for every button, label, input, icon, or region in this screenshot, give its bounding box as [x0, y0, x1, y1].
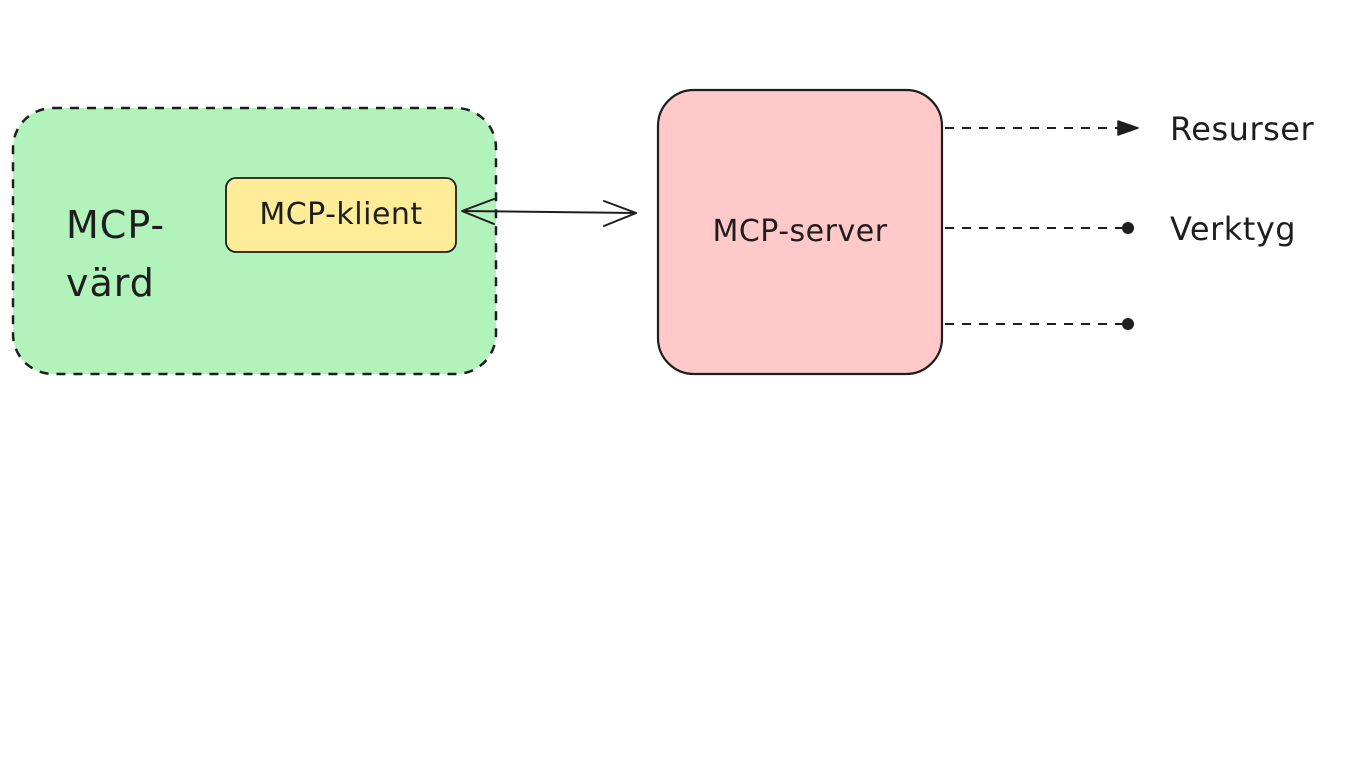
mcp-host-label: MCP-värd — [66, 203, 166, 305]
third-dot-icon — [1122, 318, 1134, 330]
server-output-resources — [945, 120, 1139, 136]
client-server-connection — [461, 198, 637, 227]
mcp-client-label: MCP-klient — [259, 197, 423, 232]
connection-line — [461, 210, 637, 214]
arrowhead-left — [461, 198, 495, 225]
resources-arrowhead-icon — [1117, 120, 1139, 136]
mcp-client-box — [225, 177, 457, 253]
arrowhead-right — [603, 200, 637, 227]
tools-label: Verktyg — [1170, 210, 1297, 248]
mcp-server-label: MCP-server — [712, 214, 888, 249]
tools-dot-icon — [1122, 222, 1134, 234]
resources-label: Resurser — [1170, 110, 1315, 148]
mcp-server-box — [656, 88, 944, 376]
server-output-third — [945, 318, 1134, 330]
server-output-tools — [945, 222, 1134, 234]
